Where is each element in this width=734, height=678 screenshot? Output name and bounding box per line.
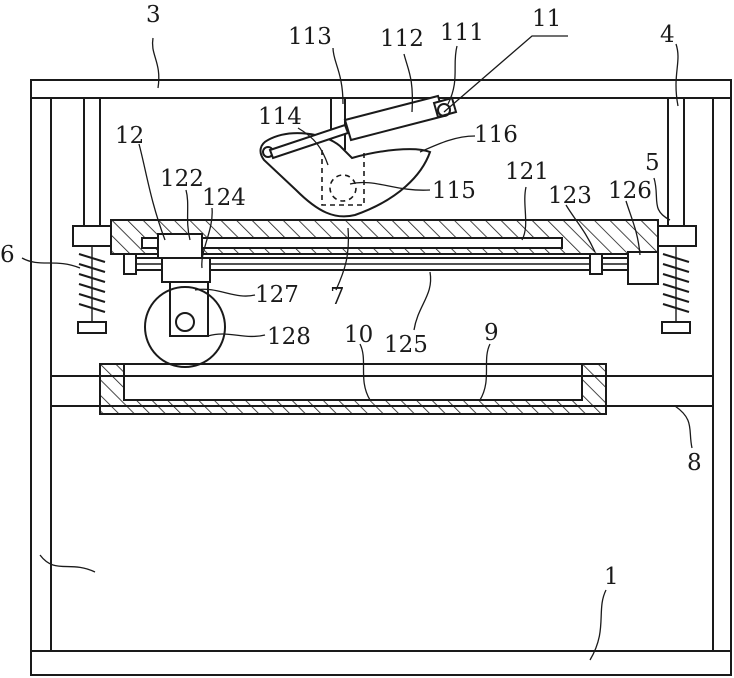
label-126: 126 [608,178,652,204]
label-124: 124 [202,185,246,211]
label-12: 12 [115,123,144,149]
label-1: 1 [604,564,619,590]
label-127: 127 [255,282,299,308]
label-113: 113 [288,24,332,50]
wheel-assembly [145,282,225,367]
label-125: 125 [384,332,428,358]
label-5: 5 [645,150,660,176]
label-123: 123 [548,183,592,209]
label-3: 3 [146,2,161,28]
label-11: 11 [532,6,561,32]
label-9: 9 [484,320,499,346]
label-6: 6 [0,242,15,268]
spring-left [78,246,106,333]
label-116: 116 [474,122,518,148]
slider-right [658,226,696,246]
label-111: 111 [440,20,484,46]
label-114: 114 [258,104,302,130]
label-115: 115 [432,178,476,204]
tray [100,364,606,414]
spring-right [662,246,690,333]
label-7: 7 [330,284,345,310]
label-121: 121 [505,159,549,185]
motor-block [628,252,658,284]
label-112: 112 [380,26,424,52]
slider-left [73,226,111,246]
label-8: 8 [687,450,702,476]
label-10: 10 [344,322,373,348]
label-122: 122 [160,166,204,192]
part-labels: 3 113 112 111 11 4 114 116 12 122 124 12… [0,2,702,590]
label-128: 128 [267,324,311,350]
label-4: 4 [660,22,675,48]
